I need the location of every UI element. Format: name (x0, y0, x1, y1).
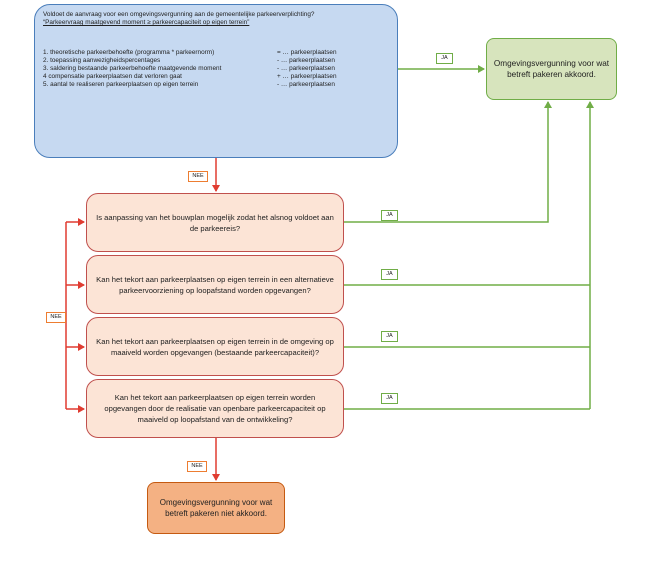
ja-label-q1: JA (381, 210, 398, 221)
ja-label-q3: JA (381, 331, 398, 342)
question-box-1: Is aanpassing van het bouwplan mogelijk … (86, 193, 344, 252)
reject-box: Omgevingsvergunning voor wat betreft pak… (147, 482, 285, 534)
question-box-2: Kan het tekort aan parkeerplaatsen op ei… (86, 255, 344, 314)
nee-label-left: NEE (46, 312, 66, 323)
yes-line-q1 (344, 101, 552, 223)
calculation-steps: 1. theoretische parkeerbehoefte (program… (43, 49, 389, 89)
step-row: 3. saldering bestaande parkeerbehoefte m… (43, 65, 335, 72)
question-box-3: Kan het tekort aan parkeerplaatsen op ei… (86, 317, 344, 376)
approve-box: Omgevingsvergunning voor wat betreft pak… (486, 38, 617, 100)
ja-label-main: JA (436, 53, 453, 64)
nee-label-main: NEE (188, 171, 208, 182)
main-subquestion: “Parkeervraag maatgevend moment ≥ parkee… (43, 19, 250, 26)
main-check-box: Voldoet de aanvraag voor een omgevingsve… (34, 4, 398, 158)
step-row: 1. theoretische parkeerbehoefte (program… (43, 49, 337, 56)
question-box-4: Kan het tekort aan parkeerplaatsen op ei… (86, 379, 344, 438)
nee-label-q4: NEE (187, 461, 207, 472)
ja-label-q2: JA (381, 269, 398, 280)
main-question: Voldoet de aanvraag voor een omgevingsve… (43, 11, 315, 18)
step-row: 4 compensatie parkeerplaatsen dat verlor… (43, 73, 337, 80)
ja-label-q4: JA (381, 393, 398, 404)
step-row: 5. aantal te realiseren parkeerplaatsen … (43, 81, 335, 88)
step-row: 2. toepassing aanwezigheidspercentages- … (43, 57, 335, 64)
